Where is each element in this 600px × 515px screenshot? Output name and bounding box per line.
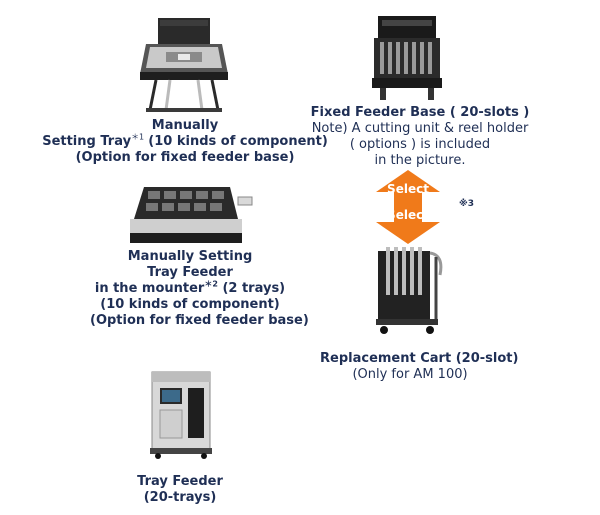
fixed-feeder-base-caption: Fixed Feeder Base ( 20-slots ) Note) A c…	[300, 105, 540, 169]
fixed-feeder-base-image	[372, 16, 442, 100]
tray-feeder-note: (20-trays)	[143, 490, 217, 505]
mounter-tray-line4: (10 kinds of component)	[100, 297, 280, 312]
manual-tray-line2-rest: (10 kinds of component)	[148, 134, 328, 149]
mounter-tray-line1: Manually Setting	[127, 249, 253, 264]
replacement-cart-image	[376, 247, 443, 334]
manual-tray-line1: Manually	[151, 118, 219, 133]
fixed-base-title: Fixed Feeder Base ( 20-slots )	[310, 105, 530, 120]
select-double-arrow	[376, 170, 440, 244]
footnote-mark-2: ＊2	[204, 279, 218, 289]
mounter-tray-line3-rest: (2 trays)	[222, 281, 286, 296]
replacement-cart-caption: Replacement Cart (20-slot) (Only for AM …	[320, 351, 519, 383]
mounter-tray-line5: (Option for fixed feeder base)	[90, 313, 309, 328]
tray-feeder-caption: Tray Feeder (20-trays)	[120, 474, 240, 506]
select-label-top: Select	[387, 182, 429, 196]
manual-setting-tray-image	[140, 18, 228, 112]
fixed-base-note2: ( options ) is included	[349, 137, 491, 152]
mounter-tray-line2: Tray Feeder	[147, 265, 233, 280]
select-label-bottom: Select	[387, 208, 429, 222]
tray-feeder-in-mounter-image	[130, 187, 253, 243]
manual-tray-line3: (Option for fixed feeder base)	[75, 150, 295, 165]
tray-feeder-in-mounter-caption: Manually Setting Tray Feeder in the moun…	[90, 249, 309, 329]
cart-note: (Only for AM 100)	[352, 367, 468, 382]
fixed-base-note1: Note) A cutting unit & reel holder	[311, 121, 529, 136]
manual-setting-tray-caption: Manually Setting Tray＊1 (10 kinds of com…	[40, 118, 330, 166]
tray-feeder-image	[150, 371, 212, 459]
footnote-mark-3: ※3	[459, 199, 475, 209]
mounter-tray-line3: in the mounter	[94, 281, 205, 296]
cart-title: Replacement Cart (20-slot)	[320, 351, 519, 366]
manual-tray-line2: Setting Tray	[42, 134, 132, 149]
tray-feeder-title: Tray Feeder	[137, 474, 223, 489]
footnote-mark-1: ＊1	[131, 132, 145, 142]
fixed-base-note3: in the picture.	[374, 153, 466, 168]
